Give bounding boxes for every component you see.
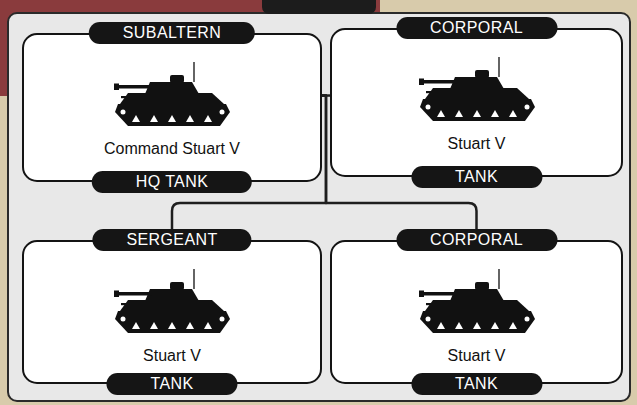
tank-silhouette [112,269,232,335]
vehicle-name: Stuart V [22,346,322,366]
role-tab: TANK [411,373,542,395]
role-tab: HQ TANK [92,171,252,193]
unit-card: SUBALTERN Command Stuart V HQ TANK [22,22,322,193]
tank-silhouette [417,57,537,123]
tank-silhouette [417,269,537,335]
unit-card: SERGEANT Stuart V TANK [22,229,322,395]
tank-silhouette [112,62,232,128]
rank-tab: SERGEANT [92,229,251,251]
vehicle-name: Command Stuart V [22,139,322,159]
role-tab: TANK [411,166,542,188]
rank-tab: SUBALTERN [89,22,255,44]
rank-tab: CORPORAL [396,17,557,39]
rank-tab: CORPORAL [396,229,557,251]
vehicle-name: Stuart V [330,134,623,154]
unit-card: CORPORAL Stuart V TANK [330,229,623,395]
unit-card: CORPORAL Stuart V TANK [330,17,623,188]
role-tab: TANK [106,373,237,395]
vehicle-name: Stuart V [330,346,623,366]
title-tab [262,0,376,14]
